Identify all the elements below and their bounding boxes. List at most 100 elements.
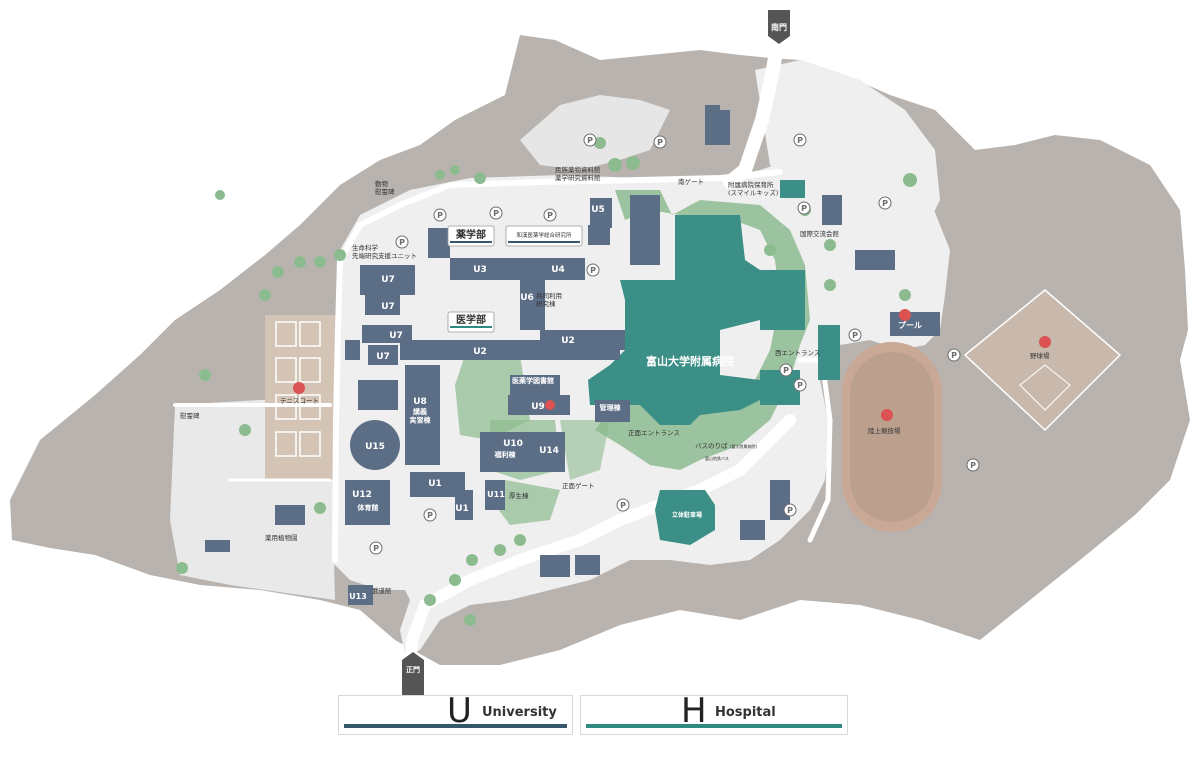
parking-label: P: [797, 136, 803, 145]
baseball-label: 野球場: [1030, 351, 1050, 360]
parking-label: P: [882, 199, 888, 208]
building-codes: U3 U4 U5 U6 U7 U7 U7 U7 U2 U2 U8 講義実習棟 U…: [349, 205, 922, 601]
university-letter: U: [447, 691, 472, 731]
pool-pin-icon: [899, 309, 911, 321]
medicine-label: 医学部: [456, 313, 486, 326]
baseball-field: [963, 289, 1122, 432]
bus-stop-sub2-label: 富山地鉄バス: [705, 455, 729, 461]
parking-label: P: [437, 211, 443, 220]
tennis-court-area: [265, 315, 337, 480]
hospital-color-bar: [586, 724, 842, 728]
hospital-legend-label: Hospital: [715, 705, 776, 720]
trees: [176, 137, 961, 626]
u9-pin-icon: [545, 400, 555, 410]
south-gate-label: 南門: [771, 22, 787, 32]
baseball-infield: [1019, 364, 1071, 411]
building-u7d: U7: [376, 352, 390, 362]
parking-label: P: [373, 544, 379, 553]
building-u15: U15: [365, 442, 385, 452]
north-west-paved: [520, 95, 670, 170]
building-u4: U4: [551, 265, 565, 275]
track-label: 陸上競技場: [868, 426, 901, 435]
parking-label: P: [783, 366, 789, 375]
bus-stop-label: バスのりば: [695, 441, 728, 450]
parking-label: P: [970, 461, 976, 470]
hospital-letter: H: [681, 691, 707, 731]
legend-hospital: H Hospital: [580, 691, 848, 735]
building-u2b: U2: [561, 336, 575, 346]
memorial-label: 慰霊碑: [180, 411, 200, 420]
medicine-faculty-tag[interactable]: 医学部: [447, 311, 495, 333]
admin-label: 管理棟: [600, 403, 622, 412]
building-u8-name: 講義実習棟: [410, 407, 432, 424]
west-entrance-label: 西エントランス: [775, 349, 820, 357]
building-u7a: U7: [381, 275, 395, 285]
pharmacy-faculty-tag[interactable]: 薬学部: [447, 225, 495, 247]
herb-garden-label: 薬用植物園: [265, 533, 298, 542]
parking-markers: P P P P P P P P P P P P P P P P P P P: [369, 133, 980, 555]
building-u1b: U1: [455, 504, 469, 514]
life-science-label: 生命科学先端研究支援ユニット: [352, 243, 417, 260]
parking-label: P: [797, 381, 803, 390]
medical-library-label: 医薬学図書館: [512, 376, 554, 385]
building-u12-name: 体育館: [358, 503, 379, 512]
track-infield: [850, 352, 934, 522]
parking-label: P: [657, 138, 663, 147]
parking-structure: [655, 490, 715, 545]
parking-label: P: [787, 506, 793, 515]
university-buildings: [205, 105, 940, 605]
pool-label: プール: [898, 320, 922, 330]
front-entrance-label: 正面エントランス: [628, 429, 680, 437]
sport-pins: [293, 309, 1051, 421]
parking-label: P: [493, 209, 499, 218]
parking-label: P: [547, 211, 553, 220]
building-u12: U12: [352, 490, 372, 500]
parking-label: P: [801, 204, 807, 213]
parking-label: P: [852, 331, 858, 340]
building-u2: U2: [473, 347, 487, 357]
u11-name-label: 厚生棟: [509, 491, 529, 500]
budo-label: 武道館: [372, 586, 392, 595]
south-gate-inner-label: 南ゲート: [678, 177, 704, 186]
building-u13: U13: [349, 592, 367, 601]
hospital-buildings: [588, 180, 840, 545]
place-labels: 民族薬物資料館薬学研究資料館 動物慰霊碑 生命科学先端研究支援ユニット 共同利用…: [180, 165, 1050, 595]
track-pin-icon: [881, 409, 893, 421]
baseball-pin-icon: [1039, 336, 1051, 348]
building-u9: U9: [531, 402, 545, 412]
building-u14: U14: [539, 446, 559, 456]
bus-stop-sub-label: (富大附属病院): [730, 443, 758, 449]
parking-label: P: [399, 238, 405, 247]
wakan-label: 和漢医薬学総合研究所: [516, 231, 572, 239]
parking-label: P: [427, 511, 433, 520]
building-u7b: U7: [381, 302, 395, 312]
roads: [173, 33, 833, 686]
tennis-label: テニスコート: [280, 397, 319, 405]
main-gate-inner-label: 正面ゲート: [562, 481, 595, 490]
legend-university: U University: [338, 691, 573, 735]
tennis-pin-icon: [293, 382, 305, 394]
parking-label: P: [620, 501, 626, 510]
animal-memorial-label: 動物慰霊碑: [375, 179, 395, 196]
joint-research-label: 共同利用研究棟: [536, 291, 562, 308]
south-gate-marker[interactable]: 南門: [768, 10, 790, 44]
folk-museum-label: 民族薬物資料館薬学研究資料館: [555, 165, 601, 182]
building-u10: U10: [503, 439, 523, 449]
parking-structure-label: 立体駐車場: [672, 511, 702, 519]
building-u8: U8: [413, 397, 427, 407]
building-u11: U11: [487, 490, 505, 499]
main-hospital: [588, 215, 760, 425]
pharmacy-label: 薬学部: [455, 228, 486, 241]
parking-label: P: [951, 351, 957, 360]
wakan-institute-tag[interactable]: 和漢医薬学総合研究所: [505, 225, 583, 247]
parking-label: P: [587, 136, 593, 145]
university-label: University: [482, 705, 557, 720]
building-u6: U6: [520, 293, 534, 303]
hospital-label[interactable]: 富山大学附属病院: [646, 354, 734, 368]
main-gate-marker[interactable]: 正門: [402, 652, 424, 695]
parking-label: P: [590, 266, 596, 275]
university-color-bar: [344, 724, 567, 728]
nursery-label: 附属病院保育所(スマイルキッズ): [728, 180, 778, 197]
parking-icon: [369, 133, 980, 555]
